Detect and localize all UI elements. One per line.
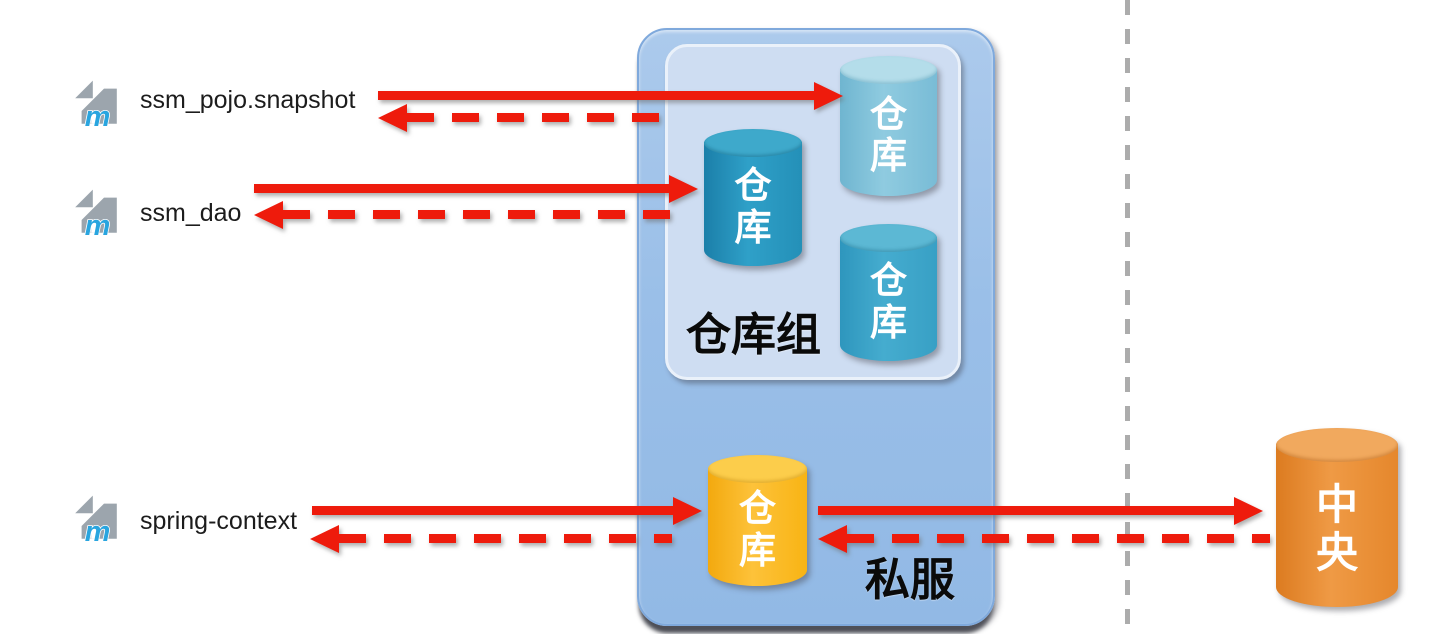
cylinder-top	[840, 56, 937, 84]
cylinder-body	[1276, 444, 1398, 607]
cylinder-top	[840, 224, 937, 252]
cylinder-body	[708, 468, 807, 586]
repo-group-title: 仓库组	[686, 309, 822, 360]
module-label: ssm_dao	[140, 199, 242, 227]
response-arrow-group-to-snapshot	[407, 113, 672, 122]
zone-divider-dashed-line	[1125, 0, 1130, 634]
repo-cylinder-top-right: 仓 库	[840, 56, 937, 196]
request-arrow-dao-to-group	[254, 184, 669, 193]
request-arrow-hostrepo-to-central	[818, 506, 1234, 515]
repo-label: 仓 库	[734, 165, 772, 248]
svg-text:m: m	[85, 101, 111, 129]
central-repo-cylinder: 中 央	[1276, 428, 1398, 607]
svg-text:m: m	[85, 210, 111, 238]
repo-label: 仓 库	[739, 488, 776, 571]
cylinder-top	[704, 129, 802, 157]
maven-module-icon: m	[75, 80, 117, 129]
response-arrow-group-to-dao	[283, 210, 672, 219]
private-server-title: 私服	[865, 554, 956, 605]
cylinder-top	[1276, 428, 1398, 462]
cylinder-body	[840, 69, 937, 196]
repo-label: 仓 库	[870, 260, 907, 343]
response-arrow-central-to-hostrepo	[847, 534, 1270, 543]
maven-module-icon: m	[75, 189, 117, 238]
cylinder-body	[840, 237, 937, 361]
request-arrow-springcontext-to-hostrepo	[312, 506, 673, 515]
module-label: spring-context	[140, 507, 298, 535]
maven-module-icon: m	[75, 495, 117, 544]
repo-cylinder-left: 仓 库	[704, 129, 802, 266]
request-arrow-snapshot-to-group	[378, 91, 814, 100]
repo-cylinder-bottom-right: 仓 库	[840, 224, 937, 361]
module-label: ssm_pojo.snapshot	[140, 86, 356, 114]
repo-label: 仓 库	[870, 93, 907, 176]
cylinder-body	[704, 142, 802, 266]
cylinder-top	[708, 455, 807, 483]
host-repo-cylinder: 仓 库	[708, 455, 807, 586]
response-arrow-hostrepo-to-springcontext	[339, 534, 672, 543]
central-repo-label: 中 央	[1315, 481, 1358, 576]
svg-text:m: m	[85, 516, 111, 544]
